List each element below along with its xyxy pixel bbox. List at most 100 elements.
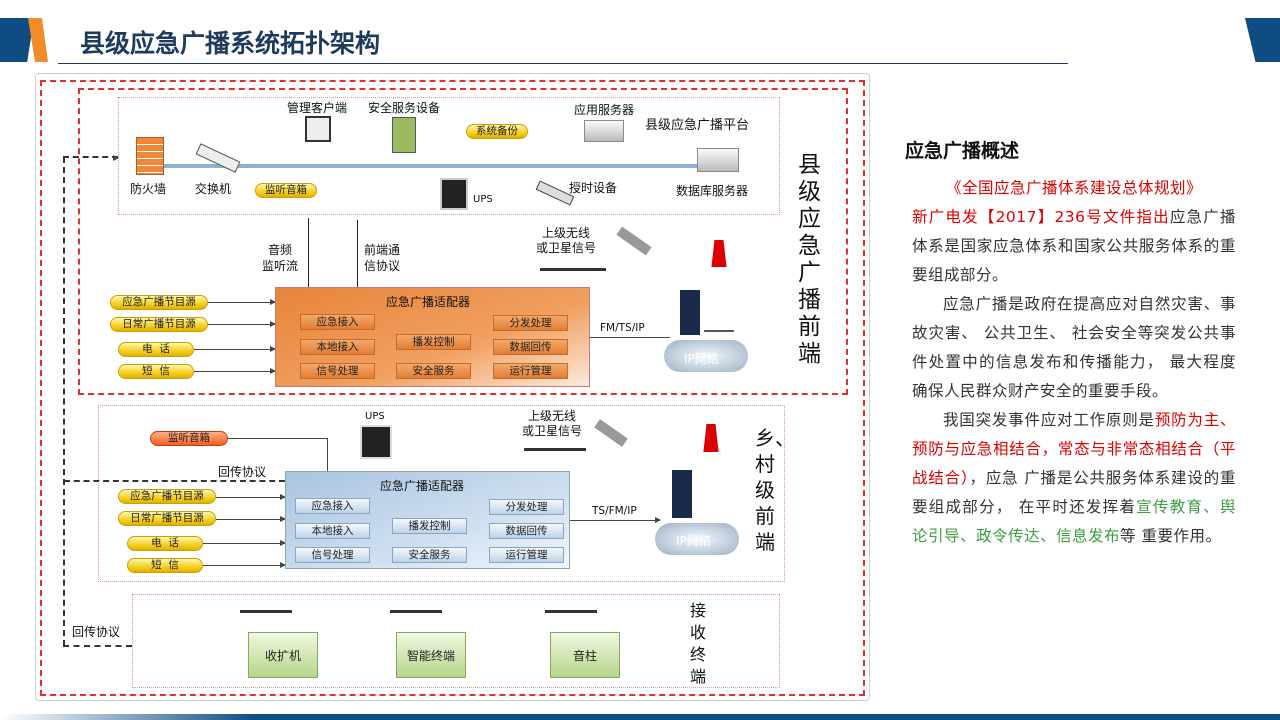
town-return-dashed: [64, 480, 285, 482]
server-rack-icon: [672, 470, 692, 518]
speaker-line-vertical: [327, 438, 328, 471]
input-source: 日常广播节目源: [110, 317, 208, 332]
monitor-speaker-badge: 监听音箱: [255, 183, 317, 198]
return-loop-dashed: [63, 157, 65, 646]
principle-highlight: 预防为主、预防与应急相结合，常态与非常态相结合（平战结合）: [912, 411, 1236, 487]
receive-box: [132, 594, 780, 688]
diagram-frame: [35, 73, 870, 701]
input-arrow: [216, 494, 286, 500]
input-arrow: [216, 516, 286, 522]
header-blue-shape: [0, 18, 34, 62]
overview-text: 《全国应急广播体系建设总体规划》 新广电发【2017】236号文件指出应急广播体…: [912, 174, 1236, 551]
ip-network-cloud: [664, 340, 748, 372]
receive-return-dashed: [63, 645, 132, 647]
adapter-title: 应急广播适配器: [386, 295, 471, 309]
town-label: 乡、村级前端: [755, 426, 795, 554]
firewall-label: 防火墙: [130, 182, 167, 196]
module-emergency-access: 应急接入: [300, 314, 375, 330]
county-boundary: [78, 88, 848, 395]
ups-icon: [360, 425, 392, 459]
db-server-label: 数据库服务器: [676, 184, 749, 198]
town-return-protocol: 回传协议: [218, 465, 267, 479]
computer-icon: [305, 116, 331, 142]
module-data-return: 数据回传: [493, 339, 568, 355]
platform-label: 县级应急广播平台: [645, 118, 750, 133]
server-rack-icon: [680, 290, 700, 335]
header-right-shape: [1245, 18, 1280, 62]
input-arrow: [208, 299, 276, 305]
county-frontend-label: 县级应急广播前端: [798, 152, 821, 367]
module-broadcast-control: 播发控制: [396, 334, 471, 350]
town-signal-label: 上级无线 或卫星信号: [522, 409, 583, 438]
input-source: 短 信: [118, 364, 194, 379]
antenna-icon: [390, 610, 442, 613]
receive-label: 接收终端: [690, 601, 707, 686]
town-output-label: TS/FM/IP: [592, 505, 637, 517]
antenna-icon: [540, 268, 606, 271]
town-ups-label: UPS: [365, 411, 385, 422]
signal-upper-label: 上级无线 或卫星信号: [536, 226, 597, 255]
input-arrow: [194, 368, 276, 374]
bus-line: [160, 164, 720, 168]
module-security-service: 安全服务: [392, 547, 467, 563]
audio-stream-label: 音频 监听流: [262, 243, 299, 273]
app-server-label: 应用服务器: [574, 103, 635, 117]
p1-text: 应急广播体系是国家应急体系和国家公共服务体系的重要组成部分。: [912, 208, 1236, 284]
p3-text-c: 等 重要作用。: [1120, 527, 1222, 545]
audio-stream-arrow: [308, 218, 309, 287]
module-distribution: 分发处理: [493, 315, 568, 331]
footer-bar: [0, 714, 1280, 720]
page-title: 县级应急广播系统拓扑架构: [80, 29, 381, 58]
receiver-amplifier: 收扩机: [248, 632, 318, 678]
module-signal-processing: 信号处理: [295, 547, 370, 563]
module-security-service: 安全服务: [396, 363, 471, 379]
receive-return-protocol: 回传协议: [72, 625, 121, 639]
module-distribution: 分发处理: [489, 499, 564, 515]
app-server-icon: [584, 120, 624, 142]
module-local-access: 本地接入: [295, 523, 370, 539]
module-operation-mgmt: 运行管理: [489, 547, 564, 563]
p3-text-b: ，应急 广播是公共服务体系建设的重要组成部分， 在平时还发挥着: [912, 469, 1236, 516]
town-box: [98, 405, 785, 582]
input-arrow: [208, 321, 276, 327]
firewall-icon: [136, 137, 164, 175]
return-to-platform-arrow: [63, 155, 119, 161]
smart-terminal: 智能终端: [396, 632, 466, 678]
input-source: 应急广播节目源: [110, 295, 208, 310]
ip-network-cloud: [655, 523, 739, 555]
protocol-arrow: [357, 220, 358, 287]
system-backup-badge: 系统备份: [466, 124, 528, 139]
speaker-column: 音柱: [550, 632, 620, 678]
input-arrow: [194, 346, 276, 352]
county-output-label: FM/TS/IP: [600, 322, 645, 334]
input-source: 短 信: [127, 558, 203, 573]
input-source: 电 话: [118, 342, 194, 357]
ip-network-label: IP网络: [676, 534, 711, 548]
town-adapter: 应急广播适配器 应急接入 本地接入 信号处理 播发控制 安全服务 分发处理 数据…: [285, 471, 570, 569]
county-output-line: [590, 337, 670, 338]
county-adapter: 应急广播适配器 应急接入 本地接入 信号处理 播发控制 安全服务 分发处理 数据…: [275, 287, 590, 387]
input-source: 应急广播节目源: [118, 489, 216, 504]
overview-heading: 应急广播概述: [905, 140, 1020, 162]
ups-icon: [440, 178, 468, 210]
db-server-icon: [697, 148, 739, 172]
antenna-icon: [240, 610, 292, 613]
timing-device-label: 授时设备: [569, 181, 618, 195]
module-data-return: 数据回传: [489, 523, 564, 539]
p2-text: 应急广播是政府在提高应对自然灾害、事故灾害、 公共卫生、 社会安全等突发公共事件…: [912, 295, 1236, 400]
switch-label: 交换机: [195, 182, 232, 196]
module-local-access: 本地接入: [300, 339, 375, 355]
speaker-line: [228, 438, 327, 439]
antenna-icon: [524, 448, 586, 451]
input-arrow: [203, 562, 286, 568]
input-source: 日常广播节目源: [118, 511, 216, 526]
module-emergency-access: 应急接入: [295, 498, 370, 514]
role-highlight: 宣传教育、舆论引导、政令传达、信息发布: [912, 498, 1236, 545]
p3-text-a: 我国突发事件应对工作原则是: [943, 411, 1155, 429]
antenna-icon: [545, 610, 597, 613]
header-orange-shape: [28, 18, 48, 62]
town-output-line: [570, 517, 661, 523]
frontend-protocol-label: 前端通 信协议: [364, 243, 401, 273]
security-device-label: 安全服务设备: [368, 101, 441, 115]
mgmt-client-label: 管理客户端: [287, 101, 348, 115]
